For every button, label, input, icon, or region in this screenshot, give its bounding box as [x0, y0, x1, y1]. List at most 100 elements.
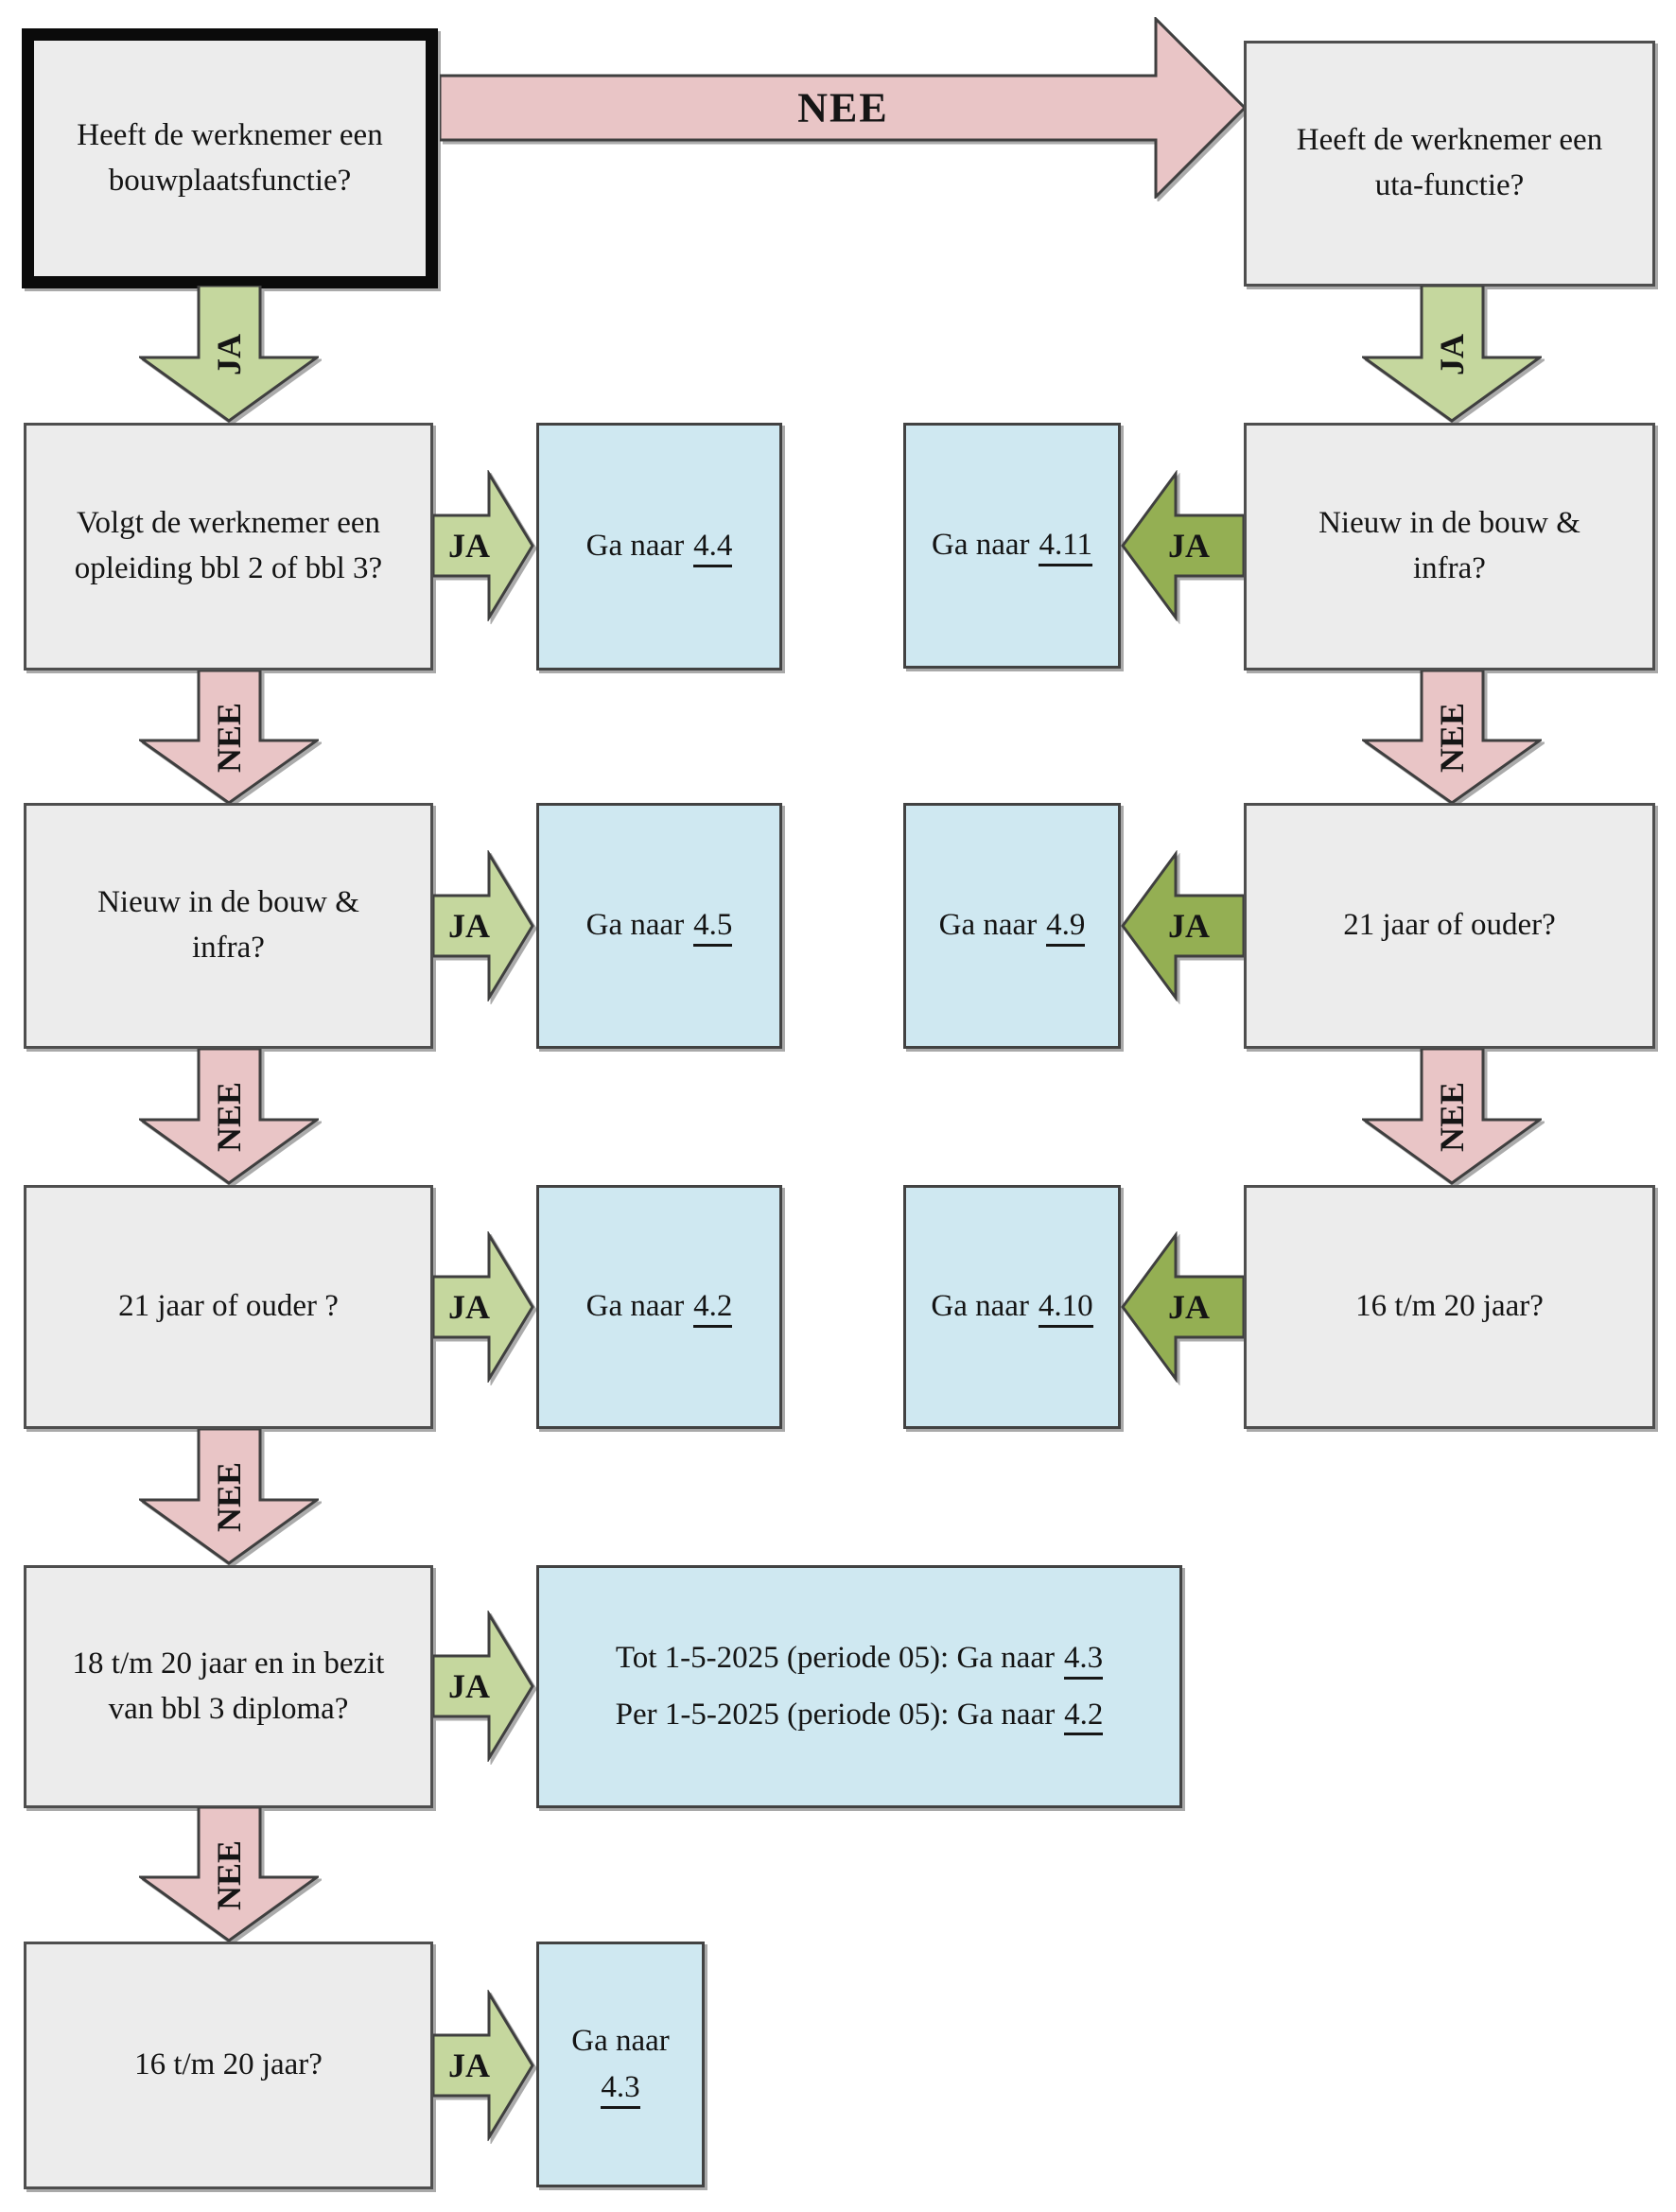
nee-label: NEE [210, 1461, 248, 1533]
question-opleiding-bbl: Volgt de werknemer een opleiding bbl 2 o… [24, 423, 433, 671]
target-link-4-3[interactable]: 4.3 [601, 2070, 640, 2109]
ja-arrow-right-row4: JA [433, 1231, 534, 1383]
target-link-4-11[interactable]: 4.11 [1039, 528, 1092, 567]
target-4-3: Ga naar 4.3 [536, 1942, 705, 2187]
nee-label: NEE [1433, 702, 1471, 774]
question-18-tm-20-diploma: 18 t/m 20 jaar en in bezit van bbl 3 dip… [24, 1565, 433, 1808]
target-text: Ga naar 4.3 [571, 2018, 670, 2112]
nee-arrow-top: NEE [440, 17, 1247, 199]
ja-label: JA [210, 333, 248, 375]
ja-arrow-right-row3: JA [433, 850, 534, 1001]
right-arrow-icon [433, 1990, 534, 2141]
ja-arrow-down-left: JA [139, 286, 319, 423]
question-bouwplaatsfunctie: Heeft de werknemer een bouwplaatsfunctie… [22, 28, 438, 288]
ja-label: JA [448, 1288, 490, 1326]
target-prefix: Ga naar [585, 908, 685, 943]
target-link-4-3[interactable]: 4.3 [1063, 1641, 1104, 1680]
target-text: Ga naar 4.10 [931, 1283, 1093, 1331]
target-prefix: Ga naar [571, 2023, 670, 2058]
down-arrow-icon [139, 671, 319, 805]
question-text: 16 t/m 20 jaar? [1355, 1289, 1544, 1324]
ja-arrow-right-row5: JA [433, 1611, 534, 1762]
target-prefix: Ga naar [585, 1289, 685, 1324]
ja-arrow-left-row2: JA [1121, 470, 1244, 621]
question-text: Volgt de werknemer een opleiding bbl 2 o… [74, 506, 383, 585]
target-link-4-4[interactable]: 4.4 [693, 529, 733, 568]
target-prefix: Tot 1-5-2025 (periode 05): Ga naar [615, 1641, 1055, 1675]
question-text: Nieuw in de bouw & infra? [1318, 506, 1580, 585]
down-arrow-icon [139, 286, 319, 423]
down-arrow-icon [1362, 286, 1542, 423]
ja-label: JA [1168, 527, 1210, 565]
target-4-11: Ga naar 4.11 [903, 423, 1121, 669]
down-arrow-icon [1362, 1049, 1542, 1185]
right-arrow-icon [433, 1611, 534, 1762]
target-prefix: Per 1-5-2025 (periode 05): Ga naar [615, 1697, 1056, 1732]
down-arrow-icon [1362, 671, 1542, 805]
question-text: Heeft de werknemer een bouwplaatsfunctie… [77, 117, 383, 198]
left-arrow-icon [1121, 1231, 1244, 1383]
down-arrow-icon [139, 1807, 319, 1942]
ja-label: JA [448, 907, 490, 945]
right-arrow-icon [433, 850, 534, 1001]
ja-label: JA [1433, 333, 1471, 375]
nee-arrow-down-right-1: NEE [1362, 671, 1542, 805]
down-arrow-icon [139, 1049, 319, 1185]
question-text: 16 t/m 20 jaar? [134, 2047, 323, 2082]
question-text: Heeft de werknemer een uta-functie? [1296, 123, 1603, 202]
nee-arrow-down-left-4: NEE [139, 1807, 319, 1942]
target-prefix: Ga naar [585, 529, 685, 564]
ja-label: JA [448, 2047, 490, 2084]
question-21-jaar-links: 21 jaar of ouder ? [24, 1185, 433, 1429]
right-arrow-icon [433, 470, 534, 621]
nee-arrow-down-left-1: NEE [139, 671, 319, 805]
nee-label: NEE [210, 1839, 248, 1910]
question-uta-functie: Heeft de werknemer een uta-functie? [1244, 41, 1655, 287]
nee-label: NEE [210, 1081, 248, 1153]
right-arrow-icon [433, 1231, 534, 1383]
question-nieuw-in-bouw-rechts: Nieuw in de bouw & infra? [1244, 423, 1655, 671]
nee-arrow-down-left-3: NEE [139, 1429, 319, 1565]
down-arrow-icon [139, 1429, 319, 1565]
ja-arrow-right-row2: JA [433, 470, 534, 621]
ja-arrow-down-right: JA [1362, 286, 1542, 423]
left-arrow-icon [1121, 850, 1244, 1001]
nee-arrow-down-right-2: NEE [1362, 1049, 1542, 1185]
nee-label: NEE [797, 84, 889, 131]
target-link-4-10[interactable]: 4.10 [1038, 1289, 1093, 1329]
target-4-10: Ga naar 4.10 [903, 1185, 1121, 1429]
ja-arrow-left-row4: JA [1121, 1231, 1244, 1383]
question-21-jaar-rechts: 21 jaar of ouder? [1244, 803, 1655, 1049]
question-text: 18 t/m 20 jaar en in bezit van bbl 3 dip… [72, 1646, 385, 1726]
target-text: Ga naar 4.11 [932, 522, 1092, 569]
target-link-4-2[interactable]: 4.2 [1064, 1698, 1104, 1736]
nee-label: NEE [1433, 1081, 1471, 1153]
question-text: Nieuw in de bouw & infra? [97, 885, 359, 965]
question-text: 21 jaar of ouder? [1343, 908, 1556, 943]
nee-label: NEE [210, 702, 248, 774]
target-prefix: Ga naar [938, 908, 1038, 943]
question-text: 21 jaar of ouder ? [118, 1289, 339, 1324]
target-prefix: Ga naar [931, 1289, 1029, 1324]
left-arrow-icon [1121, 470, 1244, 621]
target-link-4-5[interactable]: 4.5 [693, 908, 733, 948]
nee-arrow-down-left-2: NEE [139, 1049, 319, 1185]
question-nieuw-in-bouw-links: Nieuw in de bouw & infra? [24, 803, 433, 1049]
target-link-4-9[interactable]: 4.9 [1046, 908, 1086, 948]
question-16-tm-20-rechts: 16 t/m 20 jaar? [1244, 1185, 1655, 1429]
ja-arrow-right-row6: JA [433, 1990, 534, 2141]
target-prefix: Ga naar [932, 528, 1030, 563]
target-link-4-2[interactable]: 4.2 [693, 1289, 733, 1329]
ja-label: JA [1168, 1288, 1210, 1326]
